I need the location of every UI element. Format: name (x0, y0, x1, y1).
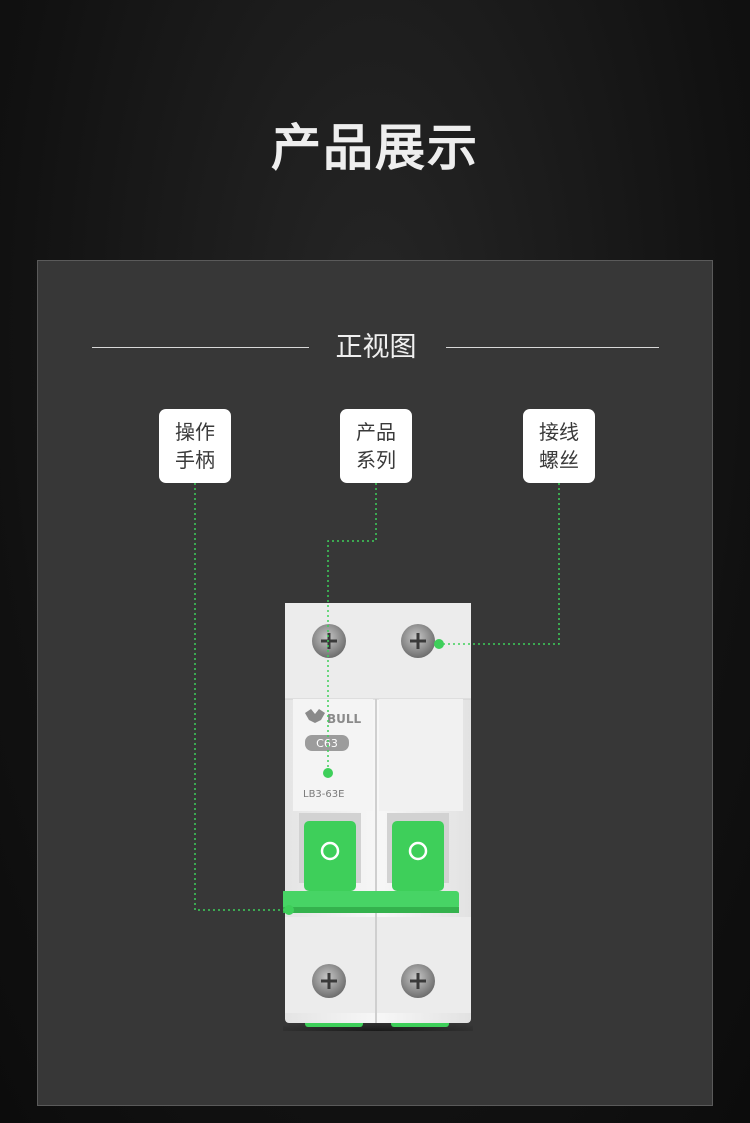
callout-dot-series (323, 768, 333, 778)
section-title: 正视图 (335, 332, 417, 363)
divider-left (92, 347, 309, 348)
label-operating-handle: 操作 手柄 (159, 409, 231, 483)
label-terminal-screw: 接线 螺丝 (523, 409, 595, 483)
bottom-terminal-block (285, 917, 471, 1013)
model-text: LB3-63E (303, 789, 344, 800)
label-terminal-screw-line1: 接线 (539, 420, 579, 444)
label-product-series-line1: 产品 (356, 420, 396, 444)
operating-handle-right (392, 821, 444, 891)
divider-right (446, 347, 659, 348)
callout-dot-handle (284, 905, 294, 915)
terminal-screw-top-right (401, 624, 435, 658)
callout-lines (194, 483, 560, 915)
label-terminal-screw-line2: 螺丝 (539, 448, 579, 472)
callout-dot-screw (434, 639, 444, 649)
bull-logo-icon (305, 709, 325, 723)
face-plate-left (293, 699, 373, 811)
label-operating-handle-line1: 操作 (175, 420, 215, 444)
leader-line-screw (439, 483, 560, 645)
rating-badge (305, 735, 349, 751)
operating-handle-left (304, 821, 356, 891)
circuit-breaker-image: BULL C63 LB3-63E (283, 603, 473, 1031)
handle-tie-bar (283, 891, 459, 909)
terminal-screw-bottom-left (312, 964, 346, 998)
label-product-series-line2: 系列 (356, 448, 396, 472)
label-operating-handle-line2: 手柄 (175, 448, 215, 472)
leader-line-handle (194, 483, 289, 911)
rating-text: C63 (316, 737, 338, 750)
page-title: 产品展示 (271, 119, 479, 177)
terminal-screw-top-left (312, 624, 346, 658)
brand-text: BULL (327, 712, 362, 726)
front-view-panel: 正视图 操作 手柄 产品 系列 接线 螺丝 (37, 260, 713, 1106)
face-plate-right (379, 699, 463, 811)
handle-tie-bar-shade (283, 907, 459, 913)
label-product-series: 产品 系列 (340, 409, 412, 483)
leader-line-series (327, 483, 377, 773)
terminal-screw-bottom-right (401, 964, 435, 998)
